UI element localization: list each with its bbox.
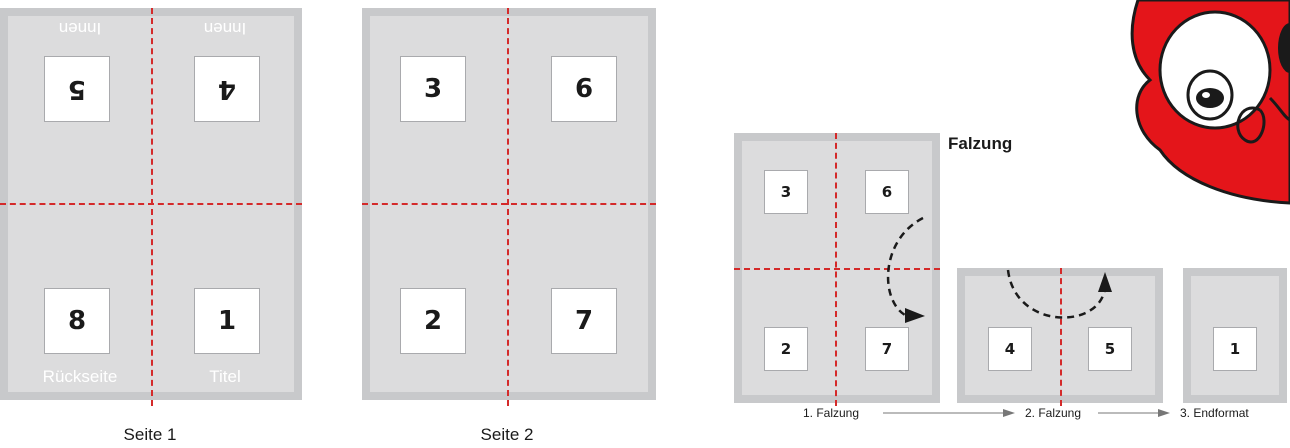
step-label-3: 3. Endformat [1180,406,1249,420]
step-label-2: 2. Falzung [1025,406,1081,420]
step-label-1: 1. Falzung [803,406,859,420]
mascot-character [1120,0,1290,205]
